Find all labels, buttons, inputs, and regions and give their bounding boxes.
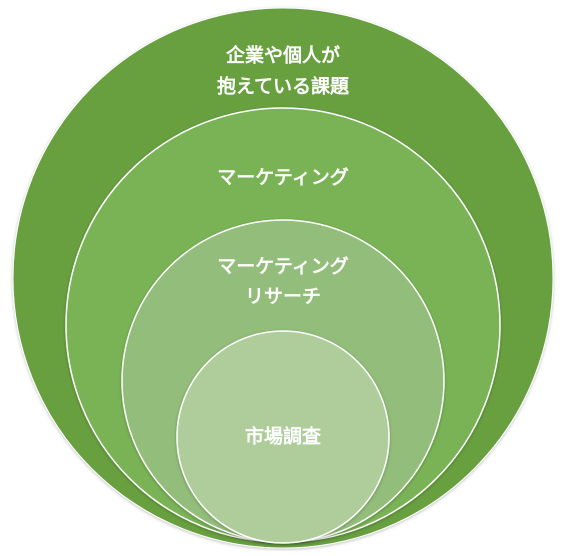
circle-issues-label-line1: 企業や個人が [225,44,340,67]
circle-market-survey-label: 市場調査 [245,425,322,448]
circle-marketing-label: マーケティング [217,166,348,189]
circle-issues-label-line2: 抱えている課題 [217,75,350,98]
circle-market-survey: 市場調査 [176,330,390,544]
circle-market-survey-shape [176,330,390,544]
circle-marketing-research-label-line1: マーケティング [217,255,348,278]
circle-marketing-research-label-line2: リサーチ [245,286,321,308]
